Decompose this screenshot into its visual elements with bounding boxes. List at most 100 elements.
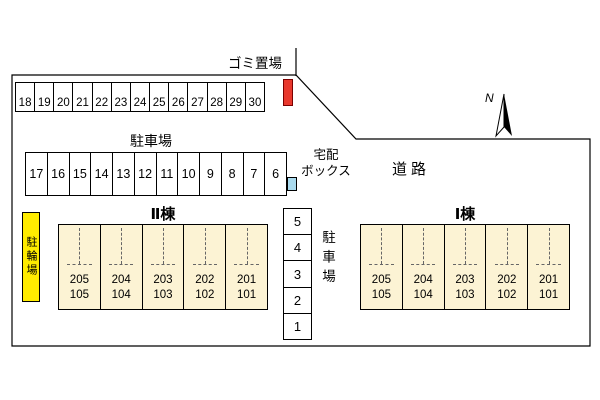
- unit-number-label: 201 101: [528, 273, 569, 303]
- building-1-unit-205-105: 205 105: [361, 225, 403, 309]
- unit-interior-dashed-line: [506, 228, 508, 264]
- parking-space-2: 2: [284, 288, 311, 314]
- unit-number-upper: 205: [371, 274, 391, 287]
- building-1-unit-201-101: 201 101: [528, 225, 569, 309]
- unit-number-upper: 203: [153, 274, 173, 287]
- parking-space-17: 17: [26, 153, 48, 195]
- parking-column: 5 4 3 2 1: [283, 208, 312, 340]
- unit-number-lower: 101: [236, 289, 257, 302]
- unit-number-label: 203 103: [143, 273, 184, 303]
- parking-space-3: 3: [284, 261, 311, 288]
- parking-space-26: 26: [169, 83, 189, 111]
- north-arrow[interactable]: N: [485, 91, 512, 138]
- unit-number-upper: 205: [69, 274, 89, 287]
- unit-number-lower: 104: [111, 289, 131, 302]
- building-1-label: Ⅰ棟: [454, 206, 476, 223]
- unit-number-label: 202 102: [486, 273, 527, 303]
- unit-number-upper: 203: [455, 274, 475, 287]
- unit-interior-dashed-line: [192, 264, 218, 265]
- unit-interior-dashed-line: [369, 264, 394, 265]
- parking-space-10: 10: [178, 153, 200, 195]
- unit-interior-dashed-line: [150, 264, 176, 265]
- parking-space-12: 12: [135, 153, 157, 195]
- delivery-box-label: 宅配 ボックス: [298, 147, 354, 180]
- unit-interior-dashed-line: [246, 228, 248, 264]
- unit-interior-dashed-line: [121, 228, 123, 264]
- unit-number-upper: 201: [236, 274, 257, 287]
- unit-number-lower: 102: [195, 289, 215, 302]
- unit-number-label: 204 104: [403, 273, 444, 303]
- parking-space-19: 19: [35, 83, 55, 111]
- delivery-box-label-line1: 宅配: [313, 148, 339, 162]
- building-2-unit-204-104: 204 104: [101, 225, 143, 309]
- parking-space-4: 4: [284, 235, 311, 262]
- bicycle-parking-label: 駐輪場: [25, 236, 37, 278]
- parking-space-21: 21: [73, 83, 93, 111]
- unit-interior-dashed-line: [162, 228, 164, 264]
- unit-number-upper: 204: [413, 274, 433, 287]
- building-1-unit-203-103: 203 103: [445, 225, 487, 309]
- parking-space-25: 25: [150, 83, 170, 111]
- unit-interior-dashed-line: [204, 228, 206, 264]
- delivery-box-label-line2: ボックス: [301, 164, 351, 179]
- unit-interior-dashed-line: [108, 264, 134, 265]
- parking-space-14: 14: [91, 153, 113, 195]
- parking-space-5: 5: [284, 209, 311, 236]
- parking-space-15: 15: [70, 153, 92, 195]
- parking-space-18: 18: [16, 83, 36, 111]
- north-label: N: [485, 91, 494, 105]
- building-1-unit-204-104: 204 104: [403, 225, 445, 309]
- unit-number-lower: 103: [153, 289, 173, 302]
- road-label: 道路: [392, 161, 431, 178]
- parking-space-22: 22: [93, 83, 112, 111]
- building-1-unit-202-102: 202 102: [486, 225, 529, 309]
- unit-number-lower: 101: [538, 289, 559, 302]
- parking-lot-label: 駐車場: [130, 133, 172, 149]
- parking-row-middle: 17 16 15 14 13 12 11 10 9 8 7 6: [25, 152, 287, 196]
- parking-space-7: 7: [244, 153, 266, 195]
- parking-space-23: 23: [112, 83, 131, 111]
- unit-number-label: 201 101: [226, 273, 267, 303]
- parking-space-6: 6: [272, 167, 280, 181]
- unit-interior-dashed-line: [423, 228, 425, 264]
- unit-number-upper: 201: [538, 274, 559, 287]
- north-needle-dark-half: [504, 94, 512, 136]
- parking-row-top: 18 19 20 21 22 23 24 25 26 27 28 29 30: [15, 82, 265, 112]
- parking-space-11: 11: [157, 153, 179, 195]
- parking-space-1: 1: [293, 318, 302, 334]
- building-2-unit-202-102: 202 102: [184, 225, 227, 309]
- north-needle-light-half: [495, 93, 505, 138]
- unit-interior-dashed-line: [494, 264, 520, 265]
- building-1: 205 105 204 104 203 103 202 10: [360, 224, 570, 310]
- building-2-unit-201-101: 201 101: [226, 225, 267, 309]
- unit-number-lower: 105: [69, 289, 89, 302]
- building-2: 205 105 204 104 203 103 202 10: [58, 224, 268, 310]
- parking-space-9: 9: [200, 153, 222, 195]
- unit-number-upper: 202: [195, 274, 215, 287]
- unit-interior-dashed-line: [548, 228, 550, 264]
- unit-interior-dashed-line: [452, 264, 478, 265]
- unit-interior-dashed-line: [234, 264, 259, 265]
- parking-space-28: 28: [208, 83, 227, 111]
- unit-number-label: 205 105: [59, 273, 100, 303]
- parking-space-30: 30: [248, 97, 262, 109]
- delivery-box-marker: [287, 177, 297, 191]
- unit-number-lower: 105: [371, 289, 391, 302]
- unit-number-upper: 202: [497, 274, 517, 287]
- parking-space-24: 24: [131, 83, 151, 111]
- garbage-marker: [283, 79, 293, 106]
- unit-interior-dashed-line: [67, 264, 92, 265]
- unit-interior-dashed-line: [79, 228, 81, 264]
- unit-interior-dashed-line: [464, 228, 466, 264]
- unit-number-upper: 204: [111, 274, 131, 287]
- parking-column-label: 駐車場: [320, 230, 335, 289]
- parking-space-16: 16: [48, 153, 70, 195]
- parking-space-20: 20: [54, 83, 74, 111]
- bicycle-parking-area: 駐輪場: [22, 212, 40, 302]
- building-2-unit-203-103: 203 103: [143, 225, 185, 309]
- unit-interior-dashed-line: [381, 228, 383, 264]
- unit-number-lower: 103: [455, 289, 475, 302]
- unit-interior-dashed-line: [536, 264, 561, 265]
- unit-number-lower: 102: [497, 289, 517, 302]
